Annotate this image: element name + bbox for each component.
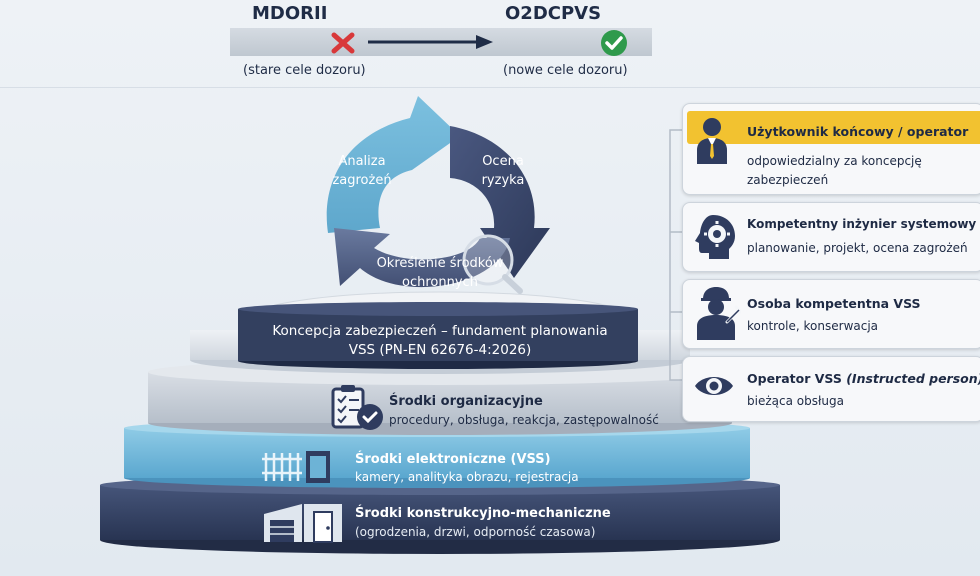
cycle-analysis-line2: zagrożeń [332, 173, 392, 188]
risk-cycle [326, 96, 550, 294]
new-standard-name: O2DCPVS [505, 3, 602, 24]
role-card-end-user: Użytkownik końcowy / operator odpowiedzi… [682, 103, 980, 195]
role-engineer-desc: planowanie, projekt, ocena zagrożeń [747, 241, 968, 255]
role-card-competent-person: Osoba kompetentna VSS kontrole, konserwa… [682, 279, 980, 349]
cycle-risk-line1: Ocena [482, 154, 524, 169]
role-competent-desc: kontrole, konserwacja [747, 319, 879, 333]
arrow-right-icon [368, 35, 493, 49]
roles-connector [669, 129, 682, 381]
foundation-banner [238, 302, 638, 369]
role-card-operator: Operator VSS (Instructed person) bieżąca… [682, 356, 980, 422]
magnifier-icon [462, 234, 523, 294]
cycle-arrow-analysis [326, 96, 460, 233]
cycle-measures-line2: ochronnych [402, 275, 478, 290]
role-operator-title: Operator VSS (Instructed person) [747, 371, 980, 386]
business-person-icon [697, 118, 727, 164]
role-operator-desc: bieżąca obsługa [747, 394, 844, 408]
technician-icon [697, 287, 741, 340]
level-organizational-desc: procedury, obsługa, reakcja, zastępowaln… [389, 413, 659, 427]
cycle-analysis-line1: Analiza [338, 154, 386, 169]
role-competent-title: Osoba kompetentna VSS [747, 296, 921, 311]
role-end-user-title: Użytkownik końcowy / operator [747, 124, 969, 139]
cycle-label-risk: Ocena ryzyka [468, 152, 538, 190]
old-standard-caption: (stare cele dozoru) [243, 63, 366, 78]
old-standard-name: MDORII [252, 3, 328, 24]
checklist-icon [331, 385, 383, 430]
role-highlight-bar [687, 111, 980, 144]
cycle-label-measures: Określenie środków ochronnych [360, 254, 520, 292]
foundation-line2: VSS (PN-EN 62676-4:2026) [348, 342, 532, 358]
foundation-text: Koncepcja zabezpieczeń – fundament plano… [240, 322, 640, 360]
cycle-risk-line2: ryzyka [481, 173, 525, 188]
fence-camera-icon [262, 451, 330, 483]
level-mechanical-title: Środki konstrukcyjno-mechaniczne [355, 506, 611, 521]
role-card-engineer: Kompetentny inżynier systemowy VSS plano… [682, 202, 980, 272]
cycle-arrow-risk [450, 126, 550, 278]
cycle-measures-line1: Określenie środków [376, 256, 504, 271]
eye-icon [695, 377, 733, 395]
foundation-line1: Koncepcja zabezpieczeń – fundament plano… [272, 323, 608, 339]
cycle-label-analysis: Analiza zagrożeń [322, 152, 402, 190]
green-check-icon [601, 30, 627, 56]
role-end-user-desc: odpowiedzialny za koncepcję zabezpieczeń [747, 152, 922, 190]
building-icon [264, 504, 342, 543]
role-operator-title-main: Operator VSS [747, 371, 842, 386]
role-engineer-title: Kompetentny inżynier systemowy VSS [747, 217, 980, 231]
role-end-user-desc-line2: zabezpieczeń [747, 173, 829, 187]
role-operator-title-em: (Instructed person) [846, 371, 980, 386]
level-electronic-desc: kamery, analityka obrazu, rejestracja [355, 470, 579, 484]
role-end-user-desc-line1: odpowiedzialny za koncepcję [747, 154, 922, 168]
level-organizational-title: Środki organizacyjne [389, 394, 543, 409]
red-x-icon [331, 32, 355, 54]
new-standard-caption: (nowe cele dozoru) [503, 63, 628, 78]
level-electronic-title: Środki elektroniczne (VSS) [355, 452, 551, 467]
divider-line [0, 87, 980, 88]
level-mechanical-desc: (ogrodzenia, drzwi, odporność czasowa) [355, 525, 596, 539]
head-gear-icon [695, 215, 735, 259]
